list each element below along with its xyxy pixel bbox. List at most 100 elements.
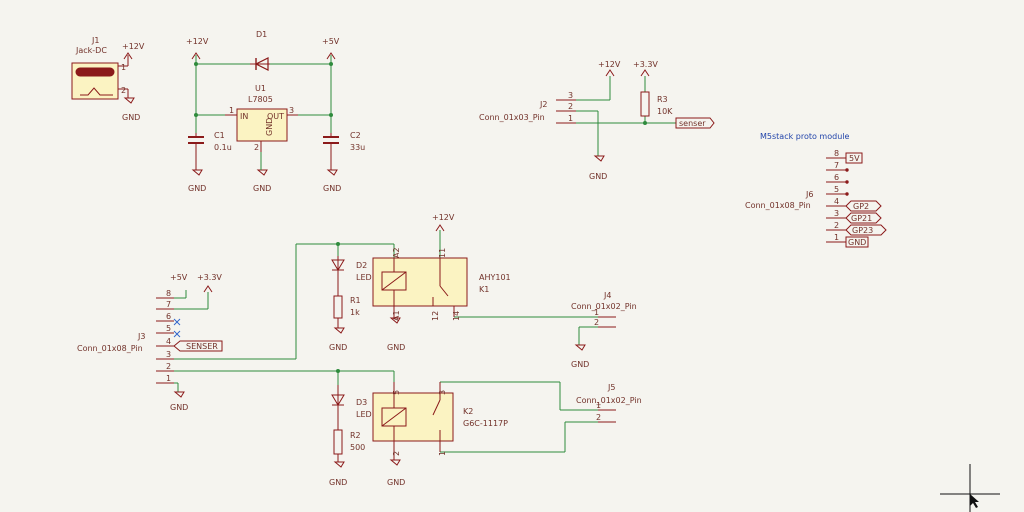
k2-ref: K2 (463, 407, 473, 416)
connector-j1[interactable]: J1 Jack-DC 1 2 (71, 36, 128, 100)
k1-value: AHY101 (479, 273, 511, 282)
j4-ref: J4 (603, 291, 611, 300)
j3-ref: J3 (137, 332, 145, 341)
k1-ref: K1 (479, 285, 489, 294)
svg-text:3: 3 (834, 209, 839, 218)
resistor-r1[interactable]: R1 1k (333, 295, 361, 328)
svg-text:2: 2 (254, 143, 259, 152)
connector-j3[interactable]: J3 Conn_01x08_Pin 8 7 6 5 4 3 2 1 (77, 289, 181, 384)
gnd-j3: GND (170, 382, 188, 412)
d2-value: LED (356, 273, 372, 282)
power-reg-12v: +12V (186, 37, 209, 60)
svg-text:+5V: +5V (322, 37, 340, 46)
label-senser-j3[interactable]: SENSER (173, 340, 223, 352)
svg-text:GP21: GP21 (851, 214, 872, 223)
label-5v[interactable]: 5V (845, 152, 863, 164)
svg-text:2: 2 (166, 362, 171, 371)
j2-ref: J2 (539, 100, 547, 109)
label-gp21[interactable]: GP21 (845, 212, 882, 224)
power-j3-33v: +3.3V (174, 273, 222, 310)
svg-text:2: 2 (392, 451, 401, 456)
connector-j5[interactable]: J5 Conn_01x02_Pin 1 2 (576, 383, 642, 423)
svg-text:GND: GND (571, 360, 589, 369)
svg-text:8: 8 (834, 149, 839, 158)
r2-ref: R2 (350, 431, 361, 440)
d2-ref: D2 (356, 261, 367, 270)
j5-ref: J5 (607, 383, 615, 392)
power-k1-12v: +12V (432, 213, 455, 232)
svg-text:GND: GND (188, 184, 206, 193)
d3-value: LED (356, 410, 372, 419)
svg-text:3: 3 (289, 106, 294, 115)
connector-j4[interactable]: J4 Conn_01x02_Pin 1 2 (571, 291, 637, 328)
svg-text:4: 4 (166, 337, 171, 346)
m5stack-note: M5stack proto module (760, 132, 849, 141)
svg-text:+12V: +12V (432, 213, 455, 222)
svg-text:4: 4 (834, 197, 839, 206)
capacitor-c2[interactable]: C2 33u (323, 131, 365, 170)
svg-text:1: 1 (438, 451, 447, 456)
power-j2-12v: +12V (598, 60, 621, 77)
relay-k1[interactable]: AHY101 K1 A2 11 A1 12 14 (372, 247, 511, 321)
svg-text:14: 14 (452, 311, 461, 321)
r2-value: 500 (350, 443, 365, 452)
capacitor-c1[interactable]: C1 0.1u (188, 131, 232, 170)
r1-ref: R1 (350, 296, 361, 305)
gnd-u1: GND (253, 152, 271, 193)
resistor-r2[interactable]: R2 500 (333, 429, 365, 462)
gnd-k1: GND (387, 317, 405, 352)
power-j1-12v: +12V (122, 42, 145, 66)
label-gp2[interactable]: GP2 (845, 200, 882, 212)
svg-text:+3.3V: +3.3V (197, 273, 222, 282)
j3-value: Conn_01x08_Pin (77, 344, 143, 353)
svg-text:3: 3 (568, 91, 573, 100)
j6-value: Conn_01x08_Pin (745, 201, 811, 210)
power-r3-33v: +3.3V (633, 60, 658, 77)
d3-ref: D3 (356, 398, 367, 407)
c1-value: 0.1u (214, 143, 232, 152)
svg-text:5V: 5V (849, 154, 860, 163)
svg-text:IN: IN (240, 112, 248, 121)
svg-text:6: 6 (834, 173, 839, 182)
gnd-c1: GND (188, 169, 206, 193)
connector-j6[interactable]: J6 Conn_01x08_Pin 8 7 6 5 4 3 2 1 (745, 149, 849, 243)
wires-k1 (174, 230, 598, 360)
svg-text:2: 2 (594, 318, 599, 327)
svg-text:A2: A2 (392, 247, 401, 258)
relay-k2[interactable]: K2 G6C-1117P 5 3 2 1 (372, 382, 508, 460)
label-gnd[interactable]: GND (845, 236, 869, 248)
regulator-u1[interactable]: U1 L7805 IN OUT GND 1 3 2 (225, 84, 298, 152)
j4-value: Conn_01x02_Pin (571, 302, 637, 311)
svg-text:GND: GND (848, 238, 866, 247)
svg-text:senser: senser (679, 119, 706, 128)
svg-text:GND: GND (329, 343, 347, 352)
c2-value: 33u (350, 143, 365, 152)
svg-text:1: 1 (834, 233, 839, 242)
label-gp23[interactable]: GP23 (845, 224, 887, 236)
svg-text:5: 5 (834, 185, 839, 194)
svg-text:GND: GND (589, 172, 607, 181)
j1-value: Jack-DC (75, 46, 107, 55)
connector-j2[interactable]: J2 Conn_01x03_Pin 3 2 1 (479, 91, 576, 124)
svg-text:GP23: GP23 (852, 226, 873, 235)
svg-text:3: 3 (166, 350, 171, 359)
resistor-r3[interactable]: R3 10K (640, 91, 673, 117)
svg-text:GP2: GP2 (853, 202, 869, 211)
svg-text:5: 5 (166, 324, 171, 333)
gnd-k2: GND (387, 459, 405, 487)
svg-text:SENSER: SENSER (186, 342, 218, 351)
svg-text:7: 7 (166, 300, 171, 309)
wires-j2 (576, 76, 676, 156)
diode-d1[interactable]: D1 (250, 30, 270, 71)
svg-text:1: 1 (594, 308, 599, 317)
svg-text:12: 12 (431, 311, 440, 321)
svg-text:GND: GND (387, 343, 405, 352)
d1-ref: D1 (256, 30, 267, 39)
led-d2[interactable]: D2 LED (331, 256, 372, 296)
wires-regulator (194, 55, 333, 133)
svg-text:7: 7 (834, 161, 839, 170)
svg-text:GND: GND (265, 118, 274, 136)
label-senser-net[interactable]: senser (675, 117, 715, 129)
led-d3[interactable]: D3 LED (331, 385, 372, 430)
